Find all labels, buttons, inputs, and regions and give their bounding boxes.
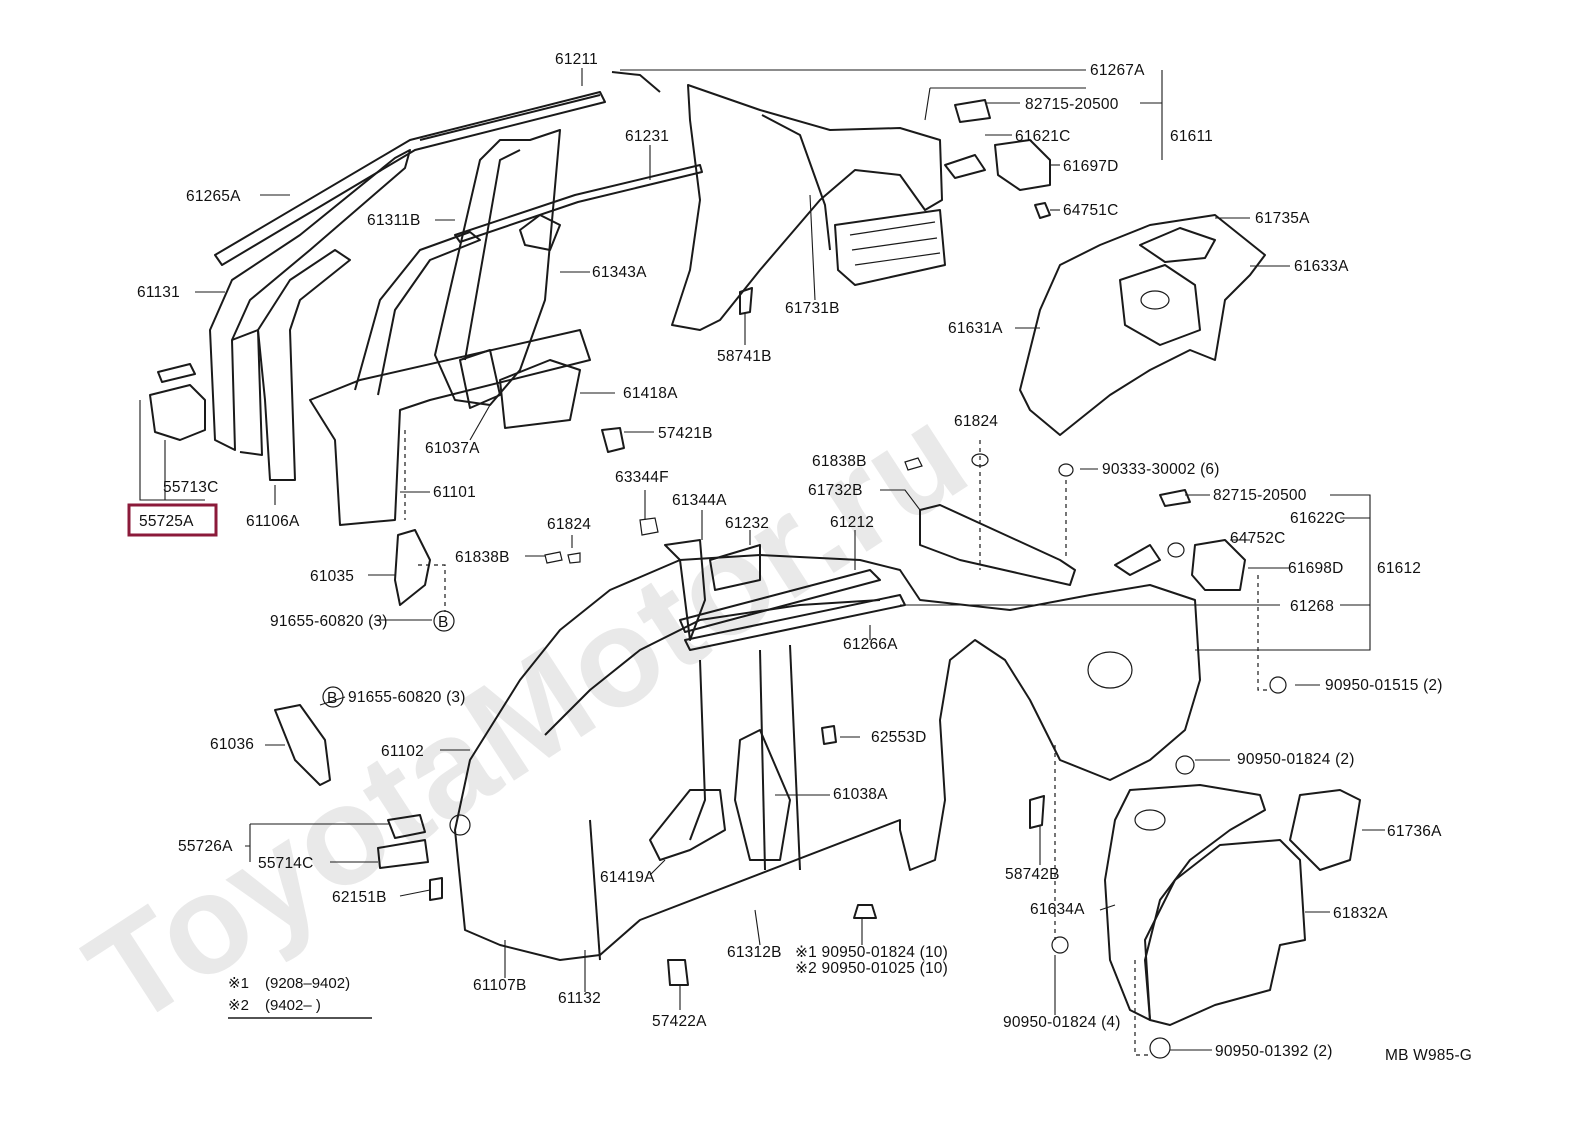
part-number-61231[interactable]: 61231 <box>625 128 669 145</box>
part-number-61611[interactable]: 61611 <box>1170 128 1213 145</box>
part-number-61343a[interactable]: 61343A <box>592 264 647 281</box>
part-number-61211[interactable]: 61211 <box>555 51 598 68</box>
part-number-58742b[interactable]: 58742B <box>1005 866 1060 883</box>
note-text-2: (9402– ) <box>265 997 321 1014</box>
part-number-55713c[interactable]: 55713C <box>163 479 219 496</box>
part-number-61344a[interactable]: 61344A <box>672 492 727 509</box>
part-number-61266a[interactable]: 61266A <box>843 636 898 653</box>
circle-marker-b: B <box>433 610 455 632</box>
note-mark-1: ※1 <box>228 975 249 992</box>
part-number-61732b[interactable]: 61732B <box>808 482 863 499</box>
part-number-61621c[interactable]: 61621C <box>1015 128 1071 145</box>
part-number-61131[interactable]: 61131 <box>137 284 180 301</box>
part-number-61633a[interactable]: 61633A <box>1294 258 1349 275</box>
part-number-61232[interactable]: 61232 <box>725 515 769 532</box>
part-number-64752c[interactable]: 64752C <box>1230 530 1286 547</box>
part-number-61736a[interactable]: 61736A <box>1387 823 1442 840</box>
leader-lines <box>139 68 1385 1056</box>
part-number-64751c[interactable]: 64751C <box>1063 202 1119 219</box>
svg-text:B: B <box>327 690 338 707</box>
part-number-82715-20500[interactable]: 82715-20500 <box>1025 96 1119 113</box>
part-number-61035[interactable]: 61035 <box>310 568 354 585</box>
part-number-62553d[interactable]: 62553D <box>871 729 927 746</box>
part-number-57421b[interactable]: 57421B <box>658 425 713 442</box>
part-number-61419a[interactable]: 61419A <box>600 869 655 886</box>
part-number-61132[interactable]: 61132 <box>558 990 601 1007</box>
circle-marker-b: B <box>322 686 344 708</box>
part-number-91655-60820[interactable]: 91655-60820 (3) <box>348 689 466 706</box>
part-number-55714c[interactable]: 55714C <box>258 855 314 872</box>
part-number-61101[interactable]: 61101 <box>433 484 476 501</box>
note-mark-2: ※2 <box>228 997 249 1014</box>
part-number-90333-30002[interactable]: 90333-30002 (6) <box>1102 461 1220 478</box>
part-number-61106a[interactable]: 61106A <box>246 513 300 530</box>
part-number-90950-01392[interactable]: 90950-01392 (2) <box>1215 1043 1333 1060</box>
part-drawings <box>149 71 1361 1059</box>
part-number-61265a[interactable]: 61265A <box>186 188 241 205</box>
part-number-62151b[interactable]: 62151B <box>332 889 387 906</box>
part-number-61037a[interactable]: 61037A <box>425 440 480 457</box>
part-number-61212[interactable]: 61212 <box>830 514 874 531</box>
part-number-61612[interactable]: 61612 <box>1377 560 1421 577</box>
part-number-61824[interactable]: 61824 <box>954 413 998 430</box>
part-number-61107b[interactable]: 61107B <box>473 977 527 994</box>
part-number-91655-60820[interactable]: 91655-60820 (3) <box>270 613 388 630</box>
part-number-61418a[interactable]: 61418A <box>623 385 678 402</box>
part-number-63344f[interactable]: 63344F <box>615 469 669 486</box>
part-number-61698d[interactable]: 61698D <box>1288 560 1344 577</box>
part-number-90950-01515[interactable]: 90950-01515 (2) <box>1325 677 1443 694</box>
note-text-1: (9208–9402) <box>265 975 350 992</box>
part-number-61838b[interactable]: 61838B <box>812 453 867 470</box>
part-number-61311b[interactable]: 61311B <box>367 212 421 229</box>
part-number-61038a[interactable]: 61038A <box>833 786 888 803</box>
part-number-61731b[interactable]: 61731B <box>785 300 840 317</box>
part-number-90950-01824[interactable]: 90950-01824 (2) <box>1237 751 1355 768</box>
part-number-82715-20500[interactable]: 82715-20500 <box>1213 487 1307 504</box>
part-number-61622c[interactable]: 61622C <box>1290 510 1346 527</box>
part-number-90950-01824-10[interactable]: ※1 90950-01824 (10) <box>795 944 948 961</box>
part-labels: 61211 61267A 82715-20500 61621C 61611 61… <box>137 51 1443 1060</box>
part-number-61268[interactable]: 61268 <box>1290 598 1334 615</box>
diagram-code: MB W985-G <box>1385 1047 1472 1064</box>
date-range-notes: ※1 (9208–9402) ※2 (9402– ) <box>228 975 350 1014</box>
part-number-90950-01824-4[interactable]: 90950-01824 (4) <box>1003 1014 1121 1031</box>
part-number-61267a[interactable]: 61267A <box>1090 62 1145 79</box>
part-number-57422a[interactable]: 57422A <box>652 1013 707 1030</box>
part-number-90950-01025-10[interactable]: ※2 90950-01025 (10) <box>795 960 948 977</box>
part-number-61312b[interactable]: 61312B <box>727 944 782 961</box>
part-number-61832a[interactable]: 61832A <box>1333 905 1388 922</box>
svg-text:B: B <box>438 614 449 631</box>
part-number-58741b[interactable]: 58741B <box>717 348 772 365</box>
part-number-61634a[interactable]: 61634A <box>1030 901 1085 918</box>
part-number-61697d[interactable]: 61697D <box>1063 158 1119 175</box>
part-number-61735a[interactable]: 61735A <box>1255 210 1310 227</box>
highlight-box <box>127 503 218 537</box>
part-number-61102[interactable]: 61102 <box>381 743 424 760</box>
part-number-55726a[interactable]: 55726A <box>178 838 233 855</box>
part-number-61838b[interactable]: 61838B <box>455 549 510 566</box>
part-number-61824[interactable]: 61824 <box>547 516 591 533</box>
part-number-61631a[interactable]: 61631A <box>948 320 1003 337</box>
part-number-55725a[interactable]: 55725A <box>139 513 194 530</box>
part-number-61036[interactable]: 61036 <box>210 736 254 753</box>
